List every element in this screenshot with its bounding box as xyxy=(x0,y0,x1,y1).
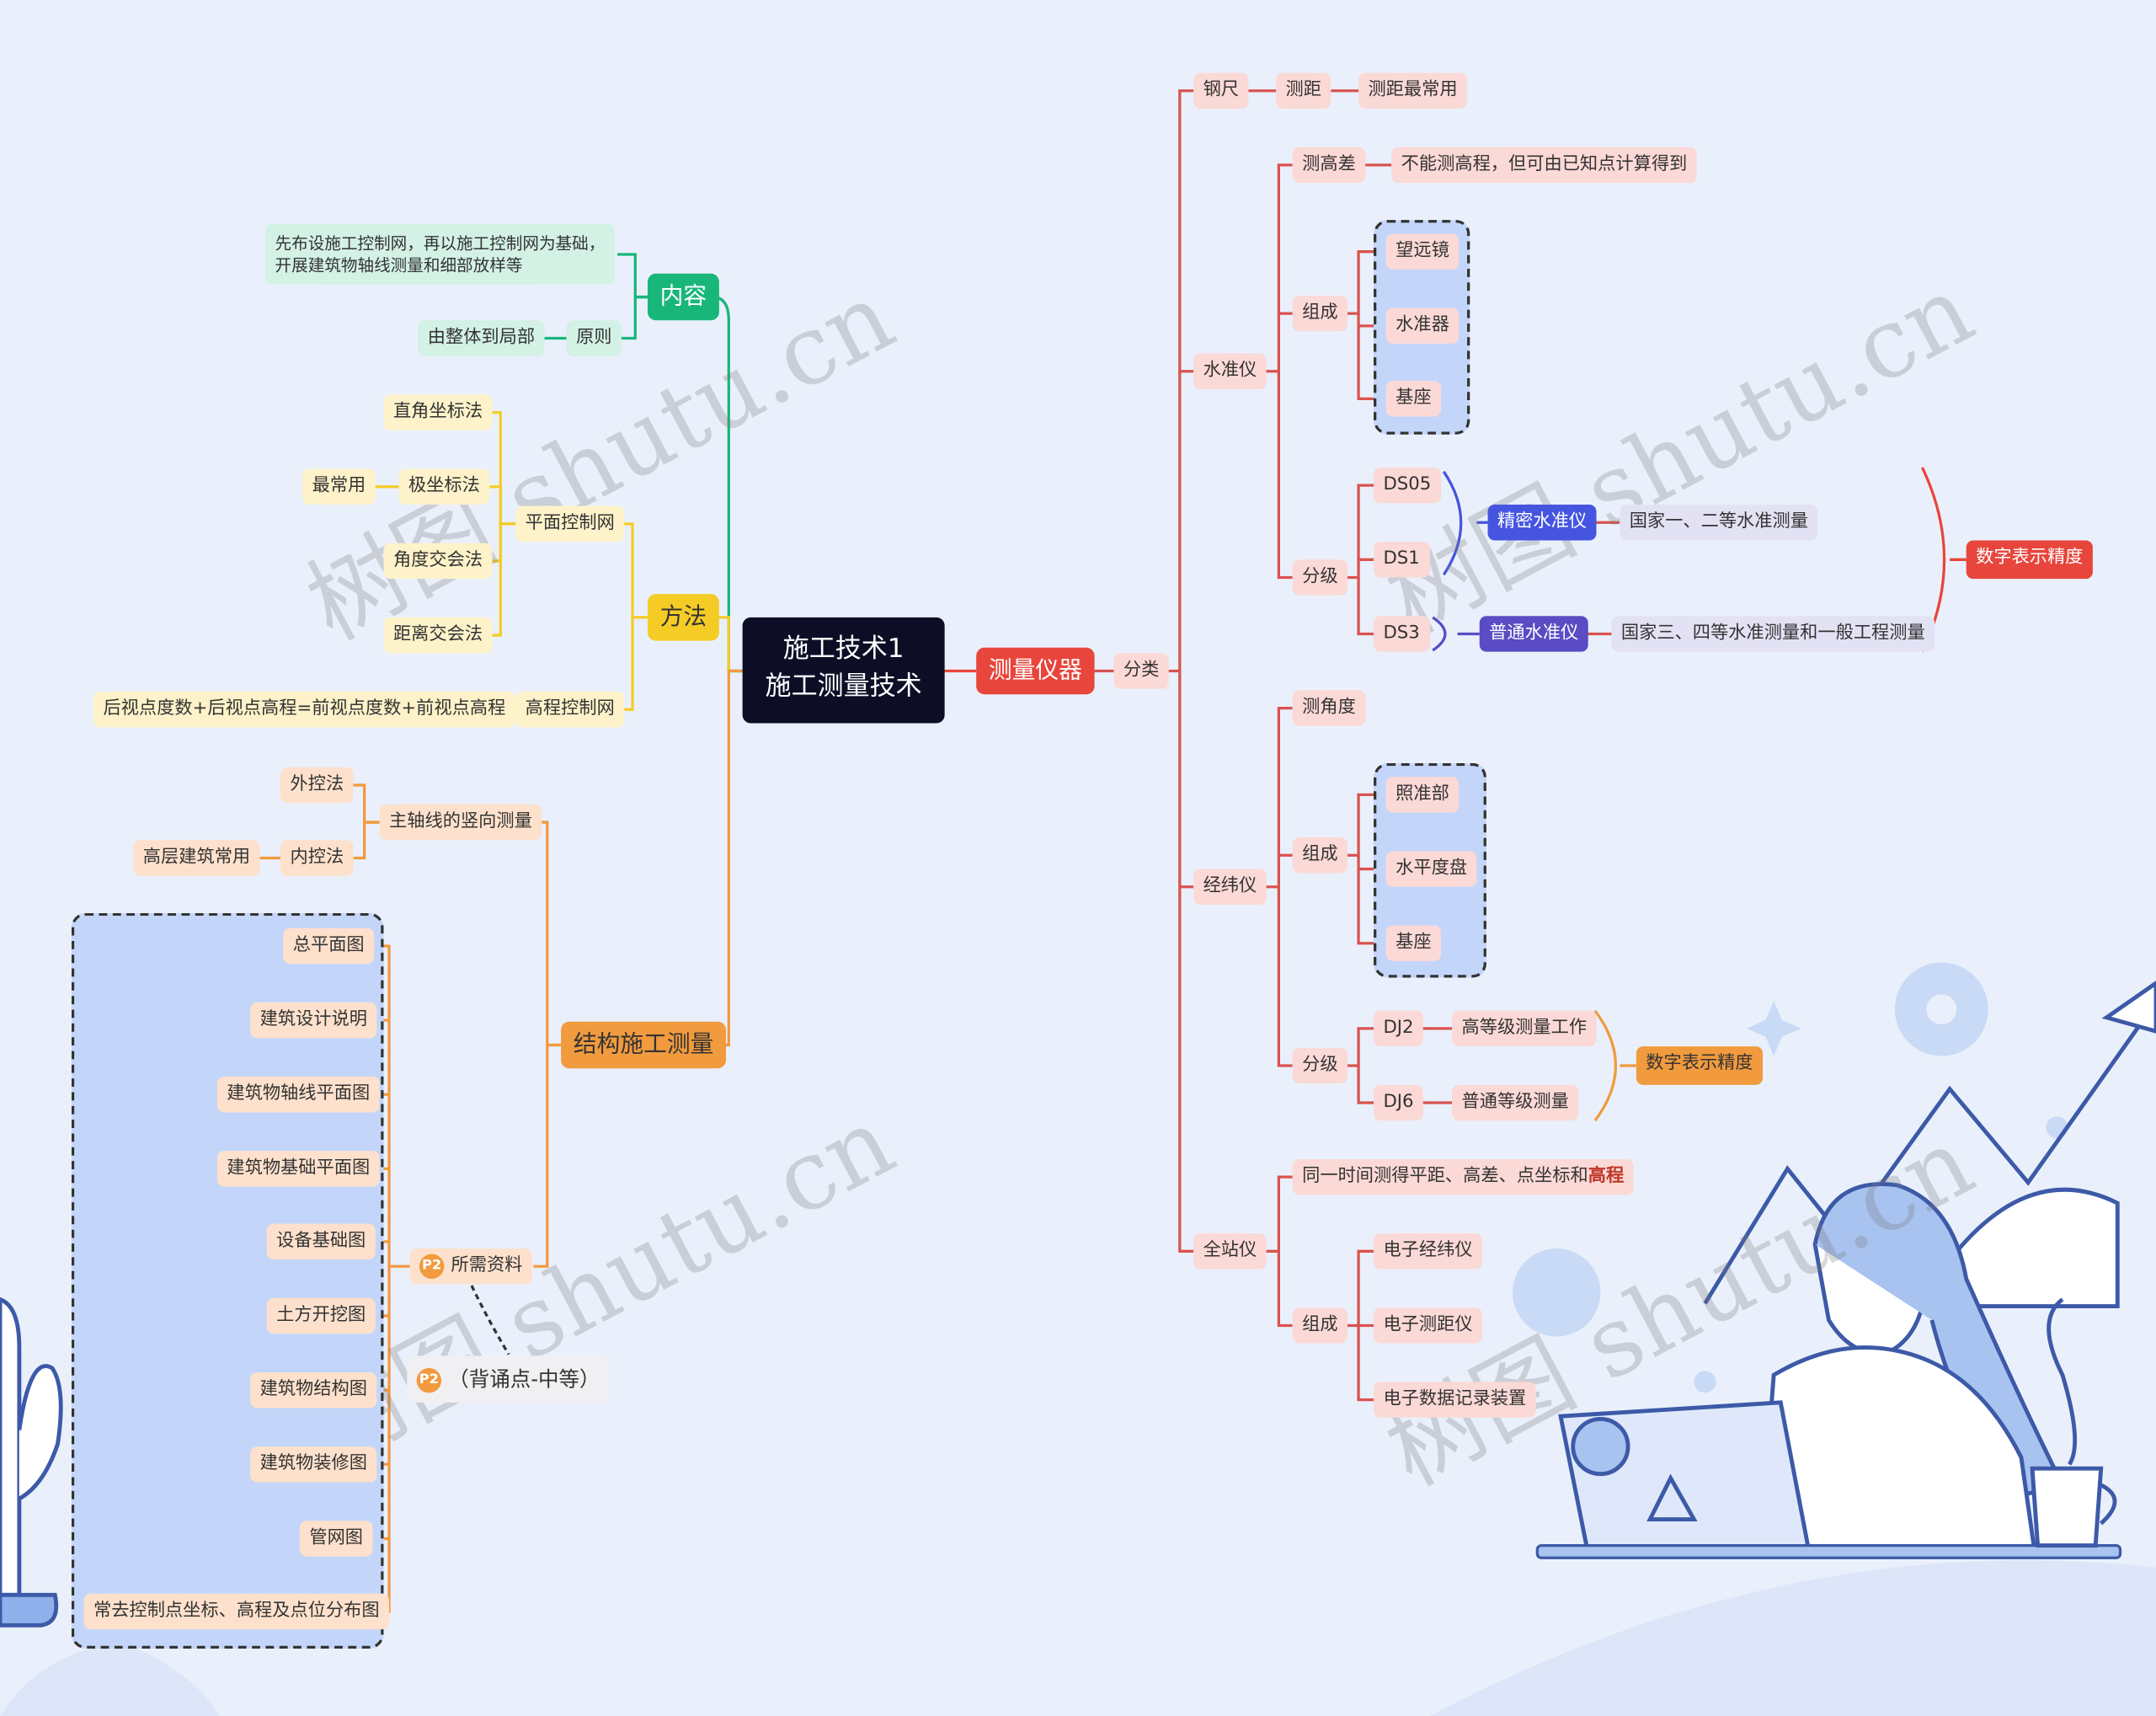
plane-item[interactable]: 极坐标法 xyxy=(398,468,490,505)
content-topic[interactable]: 内容 xyxy=(647,273,719,321)
plane-item[interactable]: 角度交会法 xyxy=(383,543,493,580)
highrise-note[interactable]: 高层建筑常用 xyxy=(133,840,260,876)
theodolite-grade[interactable]: 分级 xyxy=(1292,1047,1348,1084)
materials-item[interactable]: 建筑物基础平面图 xyxy=(216,1151,380,1187)
method-topic[interactable]: 方法 xyxy=(647,594,719,641)
precise-level[interactable]: 精密水准仪 xyxy=(1487,505,1597,541)
total-station[interactable]: 全站仪 xyxy=(1193,1233,1267,1270)
content-description[interactable]: 先布设施工控制网，再以施工控制网为基础， 开展建筑物轴线测量和细部放样等 xyxy=(265,224,615,285)
materials-item[interactable]: 建筑物轴线平面图 xyxy=(216,1077,380,1113)
level-digit-note[interactable]: 数字表示精度 xyxy=(1966,540,2093,580)
level-part[interactable]: 水准器 xyxy=(1385,307,1460,345)
level-grade-item[interactable]: DS3 xyxy=(1374,616,1430,652)
theodolite-digit-note[interactable]: 数字表示精度 xyxy=(1636,1046,1764,1085)
theodolite-part[interactable]: 基座 xyxy=(1385,925,1442,961)
level-instrument[interactable]: 水准仪 xyxy=(1193,353,1267,389)
total-station-desc-bold: 高程 xyxy=(1588,1166,1625,1187)
theodolite-grade-item[interactable]: DJ2 xyxy=(1374,1010,1423,1047)
materials-item[interactable]: 建筑物结构图 xyxy=(250,1371,377,1409)
elevation-network[interactable]: 高程控制网 xyxy=(515,692,625,728)
total-station-desc-text: 同一时间测得平距、高差、点坐标和 xyxy=(1302,1166,1588,1187)
theodolite-part[interactable]: 水平度盘 xyxy=(1385,851,1477,887)
distance-note[interactable]: 测距最常用 xyxy=(1358,72,1468,109)
priority-badge: P2 xyxy=(416,1367,442,1393)
plane-item[interactable]: 距离交会法 xyxy=(383,617,493,654)
theodolite-grade-use[interactable]: 高等级测量工作 xyxy=(1452,1010,1597,1047)
category-node[interactable]: 分类 xyxy=(1113,653,1169,689)
height-difference[interactable]: 测高差 xyxy=(1292,147,1366,184)
total-station-part[interactable]: 电子经纬仪 xyxy=(1374,1233,1483,1270)
materials-item[interactable]: 总平面图 xyxy=(283,927,375,965)
theodolite-grade-item[interactable]: DJ6 xyxy=(1374,1084,1423,1121)
principle-value[interactable]: 由整体到局部 xyxy=(418,320,545,356)
precise-use[interactable]: 国家一、二等水准测量 xyxy=(1620,505,1818,541)
total-station-compose[interactable]: 组成 xyxy=(1292,1307,1348,1344)
principle-node[interactable]: 原则 xyxy=(566,320,622,356)
steel-ruler[interactable]: 钢尺 xyxy=(1193,72,1249,109)
plane-item[interactable]: 直角坐标法 xyxy=(383,394,493,430)
theodolite[interactable]: 经纬仪 xyxy=(1193,869,1267,905)
instrument-topic[interactable]: 测量仪器 xyxy=(976,647,1095,695)
normal-level[interactable]: 普通水准仪 xyxy=(1479,616,1588,652)
total-station-part[interactable]: 电子数据记录装置 xyxy=(1374,1382,1536,1418)
level-grade-item[interactable]: DS1 xyxy=(1374,542,1430,578)
priority-badge: P2 xyxy=(419,1253,445,1279)
root-topic[interactable]: 施工技术1 施工测量技术 xyxy=(742,617,945,724)
inner-control-method[interactable]: 内控法 xyxy=(280,840,354,876)
theodolite-part[interactable]: 照准部 xyxy=(1385,777,1460,813)
materials-item[interactable]: 设备基础图 xyxy=(266,1223,376,1260)
materials-item[interactable]: 管网图 xyxy=(299,1521,373,1557)
materials-item[interactable]: 建筑设计说明 xyxy=(250,1002,377,1039)
height-note[interactable]: 不能测高程，但可由已知点计算得到 xyxy=(1391,147,1697,184)
total-station-part[interactable]: 电子测距仪 xyxy=(1374,1307,1483,1344)
materials-item[interactable]: 土方开挖图 xyxy=(266,1297,376,1334)
outer-control-method[interactable]: 外控法 xyxy=(280,767,354,804)
level-compose[interactable]: 组成 xyxy=(1292,295,1348,332)
level-grade-item[interactable]: DS05 xyxy=(1374,467,1441,504)
elevation-formula[interactable]: 后视点度数+后视点高程=前视点度数+前视点高程 xyxy=(93,692,515,728)
most-common-tag[interactable]: 最常用 xyxy=(302,468,376,505)
normal-use[interactable]: 国家三、四等水准测量和一般工程测量 xyxy=(1611,616,1935,652)
materials-item[interactable]: 建筑物装修图 xyxy=(250,1446,377,1483)
theodolite-grade-use[interactable]: 普通等级测量 xyxy=(1452,1084,1579,1121)
materials-item[interactable]: 常去控制点坐标、高程及点位分布图 xyxy=(83,1593,390,1630)
recite-note[interactable]: P2（背诵点-中等） xyxy=(407,1355,610,1403)
structure-topic[interactable]: 结构施工测量 xyxy=(561,1021,727,1069)
plane-network[interactable]: 平面控制网 xyxy=(515,505,625,543)
theodolite-compose[interactable]: 组成 xyxy=(1292,837,1348,874)
materials-node[interactable]: P2 所需资料 xyxy=(409,1248,532,1285)
level-grade[interactable]: 分级 xyxy=(1292,559,1348,596)
level-part[interactable]: 基座 xyxy=(1385,381,1442,417)
distance-measure[interactable]: 测距 xyxy=(1276,72,1331,109)
angle-measure[interactable]: 测角度 xyxy=(1292,690,1366,726)
vertical-measurement[interactable]: 主轴线的竖向测量 xyxy=(379,804,542,841)
total-station-desc[interactable]: 同一时间测得平距、高差、点坐标和高程 xyxy=(1292,1158,1634,1195)
level-part[interactable]: 望远镜 xyxy=(1385,233,1460,270)
recite-note-label: （背诵点-中等） xyxy=(448,1366,600,1392)
materials-label: 所需资料 xyxy=(451,1255,523,1276)
